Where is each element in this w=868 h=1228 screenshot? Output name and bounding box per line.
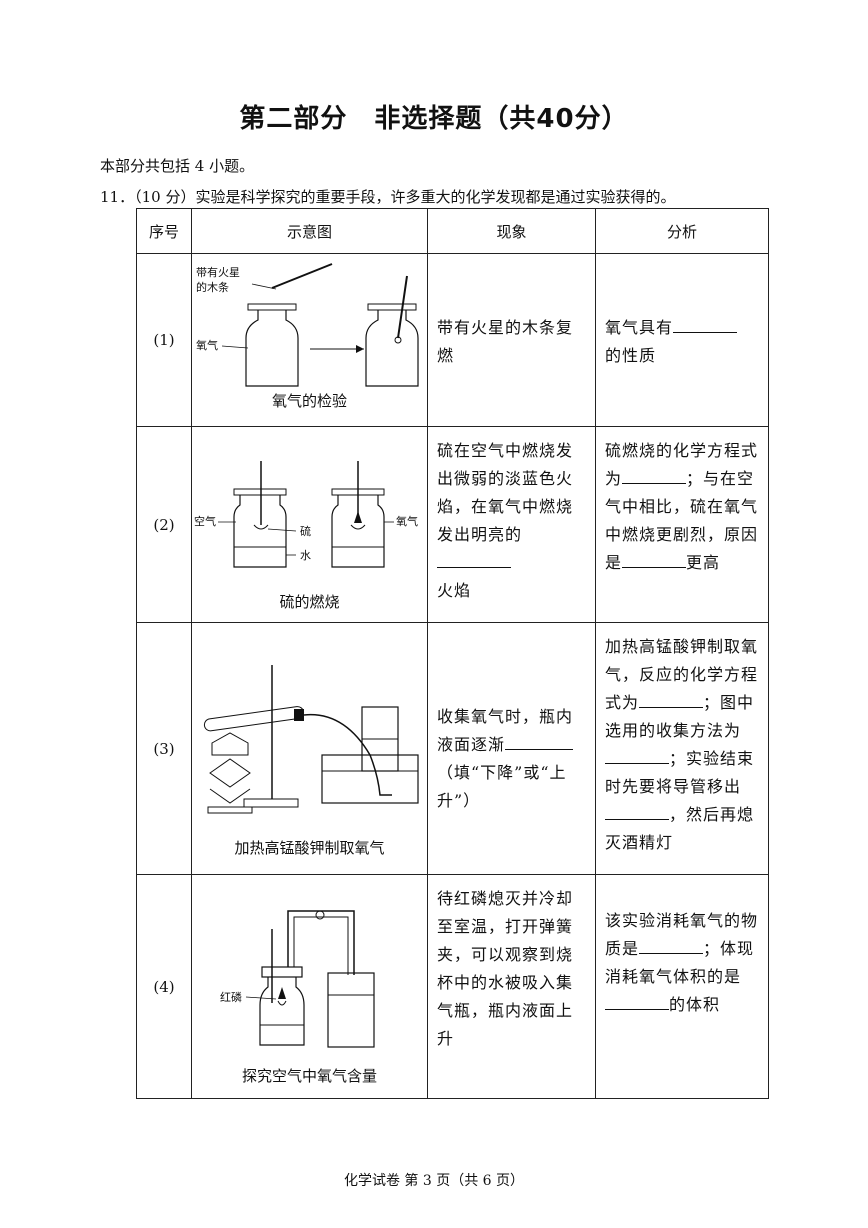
row-number: (4) xyxy=(136,874,192,1099)
potassium-permanganate-diagram xyxy=(203,665,419,814)
diagram-caption: 氧气的检验 xyxy=(271,392,347,410)
gas-label: 氧气 xyxy=(196,338,218,352)
diagram-cell: 红磷 探究空气中氧气含量 xyxy=(191,874,428,1099)
phenomenon-text: 待红磷熄灭并冷却至室温，打开弹簧夹，可以观察到烧杯中的水被吸入集气瓶，瓶内液面上… xyxy=(437,889,574,1048)
header-analysis: 分析 xyxy=(595,208,769,254)
answer-blank[interactable] xyxy=(605,745,669,764)
phenomenon-cell: 硫在空气中燃烧发出微弱的淡蓝色火焰，在氧气中燃烧发出明亮的 火焰 xyxy=(427,426,596,623)
answer-blank[interactable] xyxy=(605,801,669,820)
answer-blank[interactable] xyxy=(505,731,574,750)
table-row: (2) 空气 硫 xyxy=(136,426,769,623)
row-number: (1) xyxy=(136,253,192,427)
sulfur-label: 硫 xyxy=(300,524,311,538)
splint-label: 带有火星 xyxy=(196,265,240,279)
analysis-text: 的性质 xyxy=(605,346,657,365)
analysis-text: 更高 xyxy=(686,553,721,572)
diagram-caption: 加热高锰酸钾制取氧气 xyxy=(234,839,385,857)
phenomenon-text: 收集氧气时，瓶内液面逐渐 xyxy=(437,707,574,754)
section-title: 第二部分 非选择题（共40分） xyxy=(239,104,629,134)
oxygen-content-diagram: 红磷 xyxy=(220,910,375,1048)
analysis-cell: 该实验消耗氧气的物质是；体现消耗氧气体积的是的体积 xyxy=(595,874,769,1099)
answer-blank[interactable] xyxy=(673,314,738,333)
analysis-text: 加热高锰酸钾制取氧气，反应的化学方程式为 xyxy=(605,637,759,712)
analysis-text: 硫燃烧的化学方程式为 xyxy=(605,441,759,488)
analysis-text: 该实验消耗氧气的物质是 xyxy=(605,911,759,958)
diagram-caption: 硫的燃烧 xyxy=(279,593,340,611)
phenomenon-cell: 带有火星的木条复燃 xyxy=(427,253,596,427)
phenomenon-cell: 待红磷熄灭并冷却至室温，打开弹簧夹，可以观察到烧杯中的水被吸入集气瓶，瓶内液面上… xyxy=(427,874,596,1099)
header-num: 序号 xyxy=(136,208,192,254)
analysis-text: 的体积 xyxy=(669,995,721,1014)
analysis-cell: 硫燃烧的化学方程式为；与在空气中相比，硫在氧气中燃烧更剧烈，原因是更高 xyxy=(595,426,769,623)
page-footer: 化学试卷 第 3 页（共 6 页） xyxy=(343,1173,525,1189)
phenomenon-cell: 收集氧气时，瓶内液面逐渐 （填“下降”或“上升”） xyxy=(427,622,596,875)
analysis-text: 氧气具有 xyxy=(605,318,674,337)
row-number: (2) xyxy=(136,426,192,623)
oxygen-test-diagram: 带有火星 的木条 氧气 xyxy=(196,263,419,387)
phenomenon-text: （填“下降”或“上升”） xyxy=(437,763,567,810)
sulfur-combustion-diagram: 空气 硫 水 氧气 xyxy=(194,461,418,568)
table-row: (1) 带有火星 的木条 氧气 xyxy=(136,253,769,427)
phenomenon-text: 带有火星的木条复燃 xyxy=(437,318,574,365)
row-number: (3) xyxy=(136,622,192,875)
oxygen-label: 氧气 xyxy=(396,514,418,528)
answer-blank[interactable] xyxy=(605,991,669,1010)
header-diagram: 示意图 xyxy=(191,208,428,254)
phenomenon-text: 硫在空气中燃烧发出微弱的淡蓝色火焰，在氧气中燃烧发出明亮的 xyxy=(437,441,574,544)
table-row: (3) 加热高锰酸钾制取氧气 xyxy=(136,622,769,875)
table-header-row: 序号 示意图 现象 分析 xyxy=(136,208,769,254)
diagram-caption: 探究空气中氧气含量 xyxy=(241,1067,377,1085)
svg-text:的木条: 的木条 xyxy=(196,280,229,294)
analysis-cell: 加热高锰酸钾制取氧气，反应的化学方程式为；图中选用的收集方法为 ；实验结束时先要将… xyxy=(595,622,769,875)
analysis-cell: 氧气具有 的性质 xyxy=(595,253,769,427)
table-row: (4) 红磷 探究空气中氧气含量 xyxy=(136,874,769,1099)
answer-blank[interactable] xyxy=(639,689,704,708)
header-phenomenon: 现象 xyxy=(427,208,596,254)
answer-blank[interactable] xyxy=(622,549,687,568)
analysis-text: ；实验结束时先要将导管移出 xyxy=(605,749,755,796)
experiment-table: 序号 示意图 现象 分析 (1) 带有火星 的木条 氧气 xyxy=(136,208,769,1099)
analysis-text: ；与在空气中相比，硫在氧气中燃烧更剧烈，原因是 xyxy=(605,469,759,572)
question-stem: 11．（10 分）实验是科学探究的重要手段，许多重大的化学发现都是通过实验获得的… xyxy=(100,188,676,206)
diagram-cell: 带有火星 的木条 氧气 氧气的检验 xyxy=(191,253,428,427)
section-intro: 本部分共包括 4 小题。 xyxy=(100,157,255,175)
analysis-text: ；图中选用的收集方法为 xyxy=(605,693,755,740)
phenomenon-text: 火焰 xyxy=(437,581,472,600)
water-label: 水 xyxy=(300,549,311,562)
air-label: 空气 xyxy=(194,514,216,528)
analysis-text: ，然后再熄灭酒精灯 xyxy=(605,805,755,852)
analysis-text: ；体现消耗氧气体积的是 xyxy=(605,939,755,986)
phosphorus-label: 红磷 xyxy=(220,991,242,1004)
answer-blank[interactable] xyxy=(622,465,687,484)
answer-blank[interactable] xyxy=(639,935,704,954)
answer-blank[interactable] xyxy=(437,549,511,568)
diagram-cell: 空气 硫 水 氧气 硫的燃烧 xyxy=(191,426,428,623)
diagram-cell: 加热高锰酸钾制取氧气 xyxy=(191,622,428,875)
